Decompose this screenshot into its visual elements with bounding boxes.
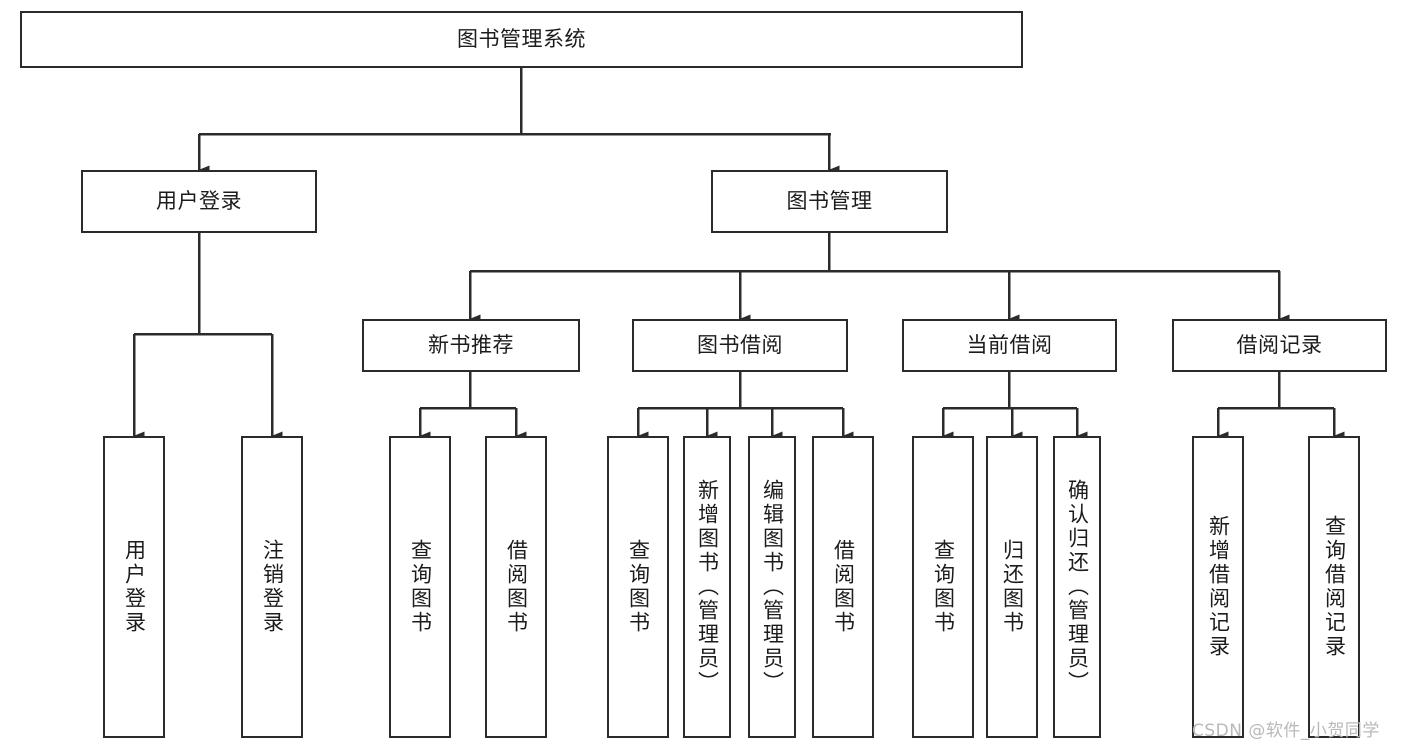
node-label: 确认归还（管理员）	[1065, 479, 1090, 695]
node-user-login[interactable]: 用户登录	[81, 170, 317, 233]
node-new-book-recommendation[interactable]: 新书推荐	[362, 319, 580, 372]
node-label: 查询借阅记录	[1322, 515, 1347, 659]
node-label: 借阅图书	[831, 539, 856, 635]
node-label: 查询图书	[626, 539, 651, 635]
node-leaf-query-book-2[interactable]: 查询图书	[607, 436, 669, 738]
node-leaf-add-book-admin[interactable]: 新增图书（管理员）	[683, 436, 731, 738]
node-leaf-user-login[interactable]: 用户登录	[103, 436, 165, 738]
node-book-management[interactable]: 图书管理	[711, 170, 948, 233]
node-current-borrowing[interactable]: 当前借阅	[902, 319, 1117, 372]
node-root-library-management-system[interactable]: 图书管理系统	[20, 11, 1023, 68]
node-leaf-query-book-1[interactable]: 查询图书	[389, 436, 451, 738]
node-leaf-borrow-book-1[interactable]: 借阅图书	[485, 436, 547, 738]
node-leaf-return-book[interactable]: 归还图书	[986, 436, 1038, 738]
node-label: 新增借阅记录	[1206, 515, 1231, 659]
node-label: 借阅图书	[504, 539, 529, 635]
node-leaf-edit-book-admin[interactable]: 编辑图书（管理员）	[748, 436, 796, 738]
node-label: 注销登录	[260, 539, 285, 635]
node-book-borrowing[interactable]: 图书借阅	[632, 319, 848, 372]
node-label: 用户登录	[122, 539, 147, 635]
node-label: 借阅记录	[1236, 333, 1323, 358]
node-label: 用户登录	[156, 189, 242, 214]
node-label: 查询图书	[408, 539, 433, 635]
node-leaf-borrow-book-2[interactable]: 借阅图书	[812, 436, 874, 738]
node-label: 图书借阅	[697, 333, 783, 358]
node-leaf-add-borrowing-record[interactable]: 新增借阅记录	[1192, 436, 1244, 738]
node-leaf-logout[interactable]: 注销登录	[241, 436, 303, 738]
node-label: 归还图书	[1000, 539, 1025, 635]
node-label: 当前借阅	[966, 333, 1053, 358]
node-label: 查询图书	[931, 539, 956, 635]
node-leaf-query-borrowing-record[interactable]: 查询借阅记录	[1308, 436, 1360, 738]
node-label: 图书管理	[786, 189, 873, 214]
node-borrowing-record[interactable]: 借阅记录	[1172, 319, 1387, 372]
node-label: 新增图书（管理员）	[695, 479, 720, 695]
node-leaf-confirm-return-admin[interactable]: 确认归还（管理员）	[1053, 436, 1101, 738]
node-label: 图书管理系统	[457, 27, 586, 52]
node-label: 编辑图书（管理员）	[760, 479, 785, 695]
node-leaf-query-book-3[interactable]: 查询图书	[912, 436, 974, 738]
node-label: 新书推荐	[428, 333, 514, 358]
